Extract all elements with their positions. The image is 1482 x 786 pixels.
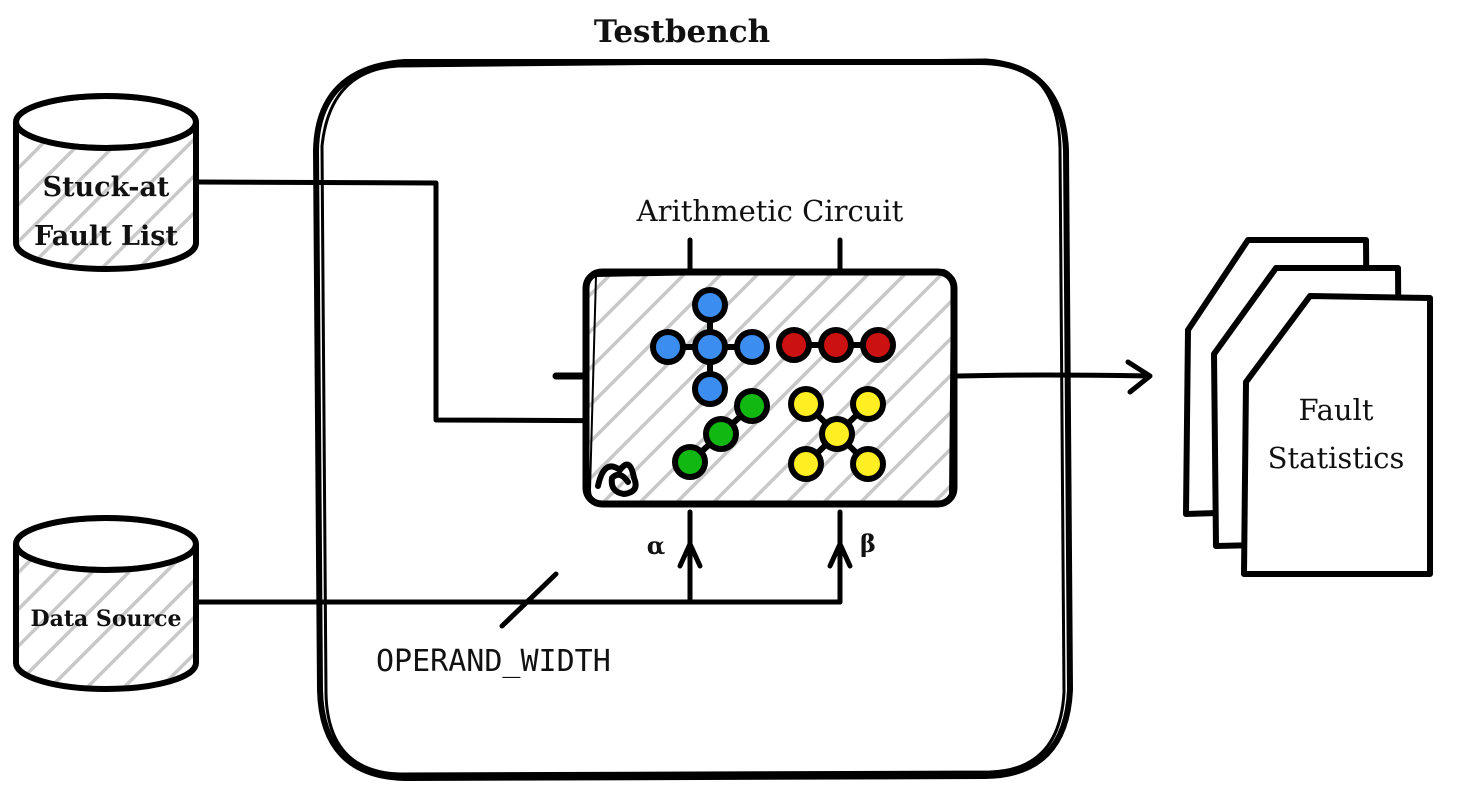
blue-node-2	[692, 329, 728, 365]
data-source-label: Data Source	[31, 606, 182, 632]
green-node-10	[672, 444, 708, 480]
testbench-title: Testbench	[594, 14, 770, 50]
green-node-8	[734, 388, 770, 424]
data-source-database: Data Source	[13, 515, 199, 692]
beta-label: β	[860, 529, 876, 558]
yellow-node-11	[788, 386, 824, 422]
yellow-node-13	[819, 416, 855, 452]
yellow-node-12	[850, 386, 886, 422]
fault-statistics-label-line1: Fault	[1298, 393, 1373, 427]
blue-node-1	[650, 329, 686, 365]
yellow-node-14	[788, 446, 824, 482]
yellow-node-15	[850, 446, 886, 482]
operand-width-label: OPERAND_WIDTH	[376, 644, 611, 679]
alpha-input-arrow-icon	[677, 509, 703, 569]
fault-list-label-line2: Fault List	[34, 221, 178, 252]
blue-node-0	[692, 287, 728, 323]
fault-injection-wire	[195, 179, 679, 424]
red-node-7	[860, 327, 896, 363]
green-node-9	[703, 416, 739, 452]
fault-list-database: Stuck-at Fault List	[13, 93, 199, 272]
blue-node-4	[692, 371, 728, 407]
arithmetic-circuit-block: Arithmetic Circuit	[552, 194, 958, 508]
fault-statistics-documents: Fault Statistics	[1183, 237, 1433, 577]
beta-input-arrow-icon	[827, 509, 853, 569]
testbench-box	[313, 58, 1073, 781]
red-node-5	[776, 327, 812, 363]
arithmetic-circuit-label: Arithmetic Circuit	[636, 194, 904, 228]
fault-statistics-label-line2: Statistics	[1268, 441, 1405, 475]
output-arrow-icon	[955, 359, 1153, 395]
circuit-nodes	[650, 287, 896, 482]
alpha-label: α	[647, 531, 665, 560]
red-node-6	[818, 327, 854, 363]
blue-node-3	[734, 329, 770, 365]
scribble-icon	[595, 461, 639, 497]
operand-bus	[195, 543, 843, 629]
fault-list-label-line1: Stuck-at	[43, 172, 170, 203]
